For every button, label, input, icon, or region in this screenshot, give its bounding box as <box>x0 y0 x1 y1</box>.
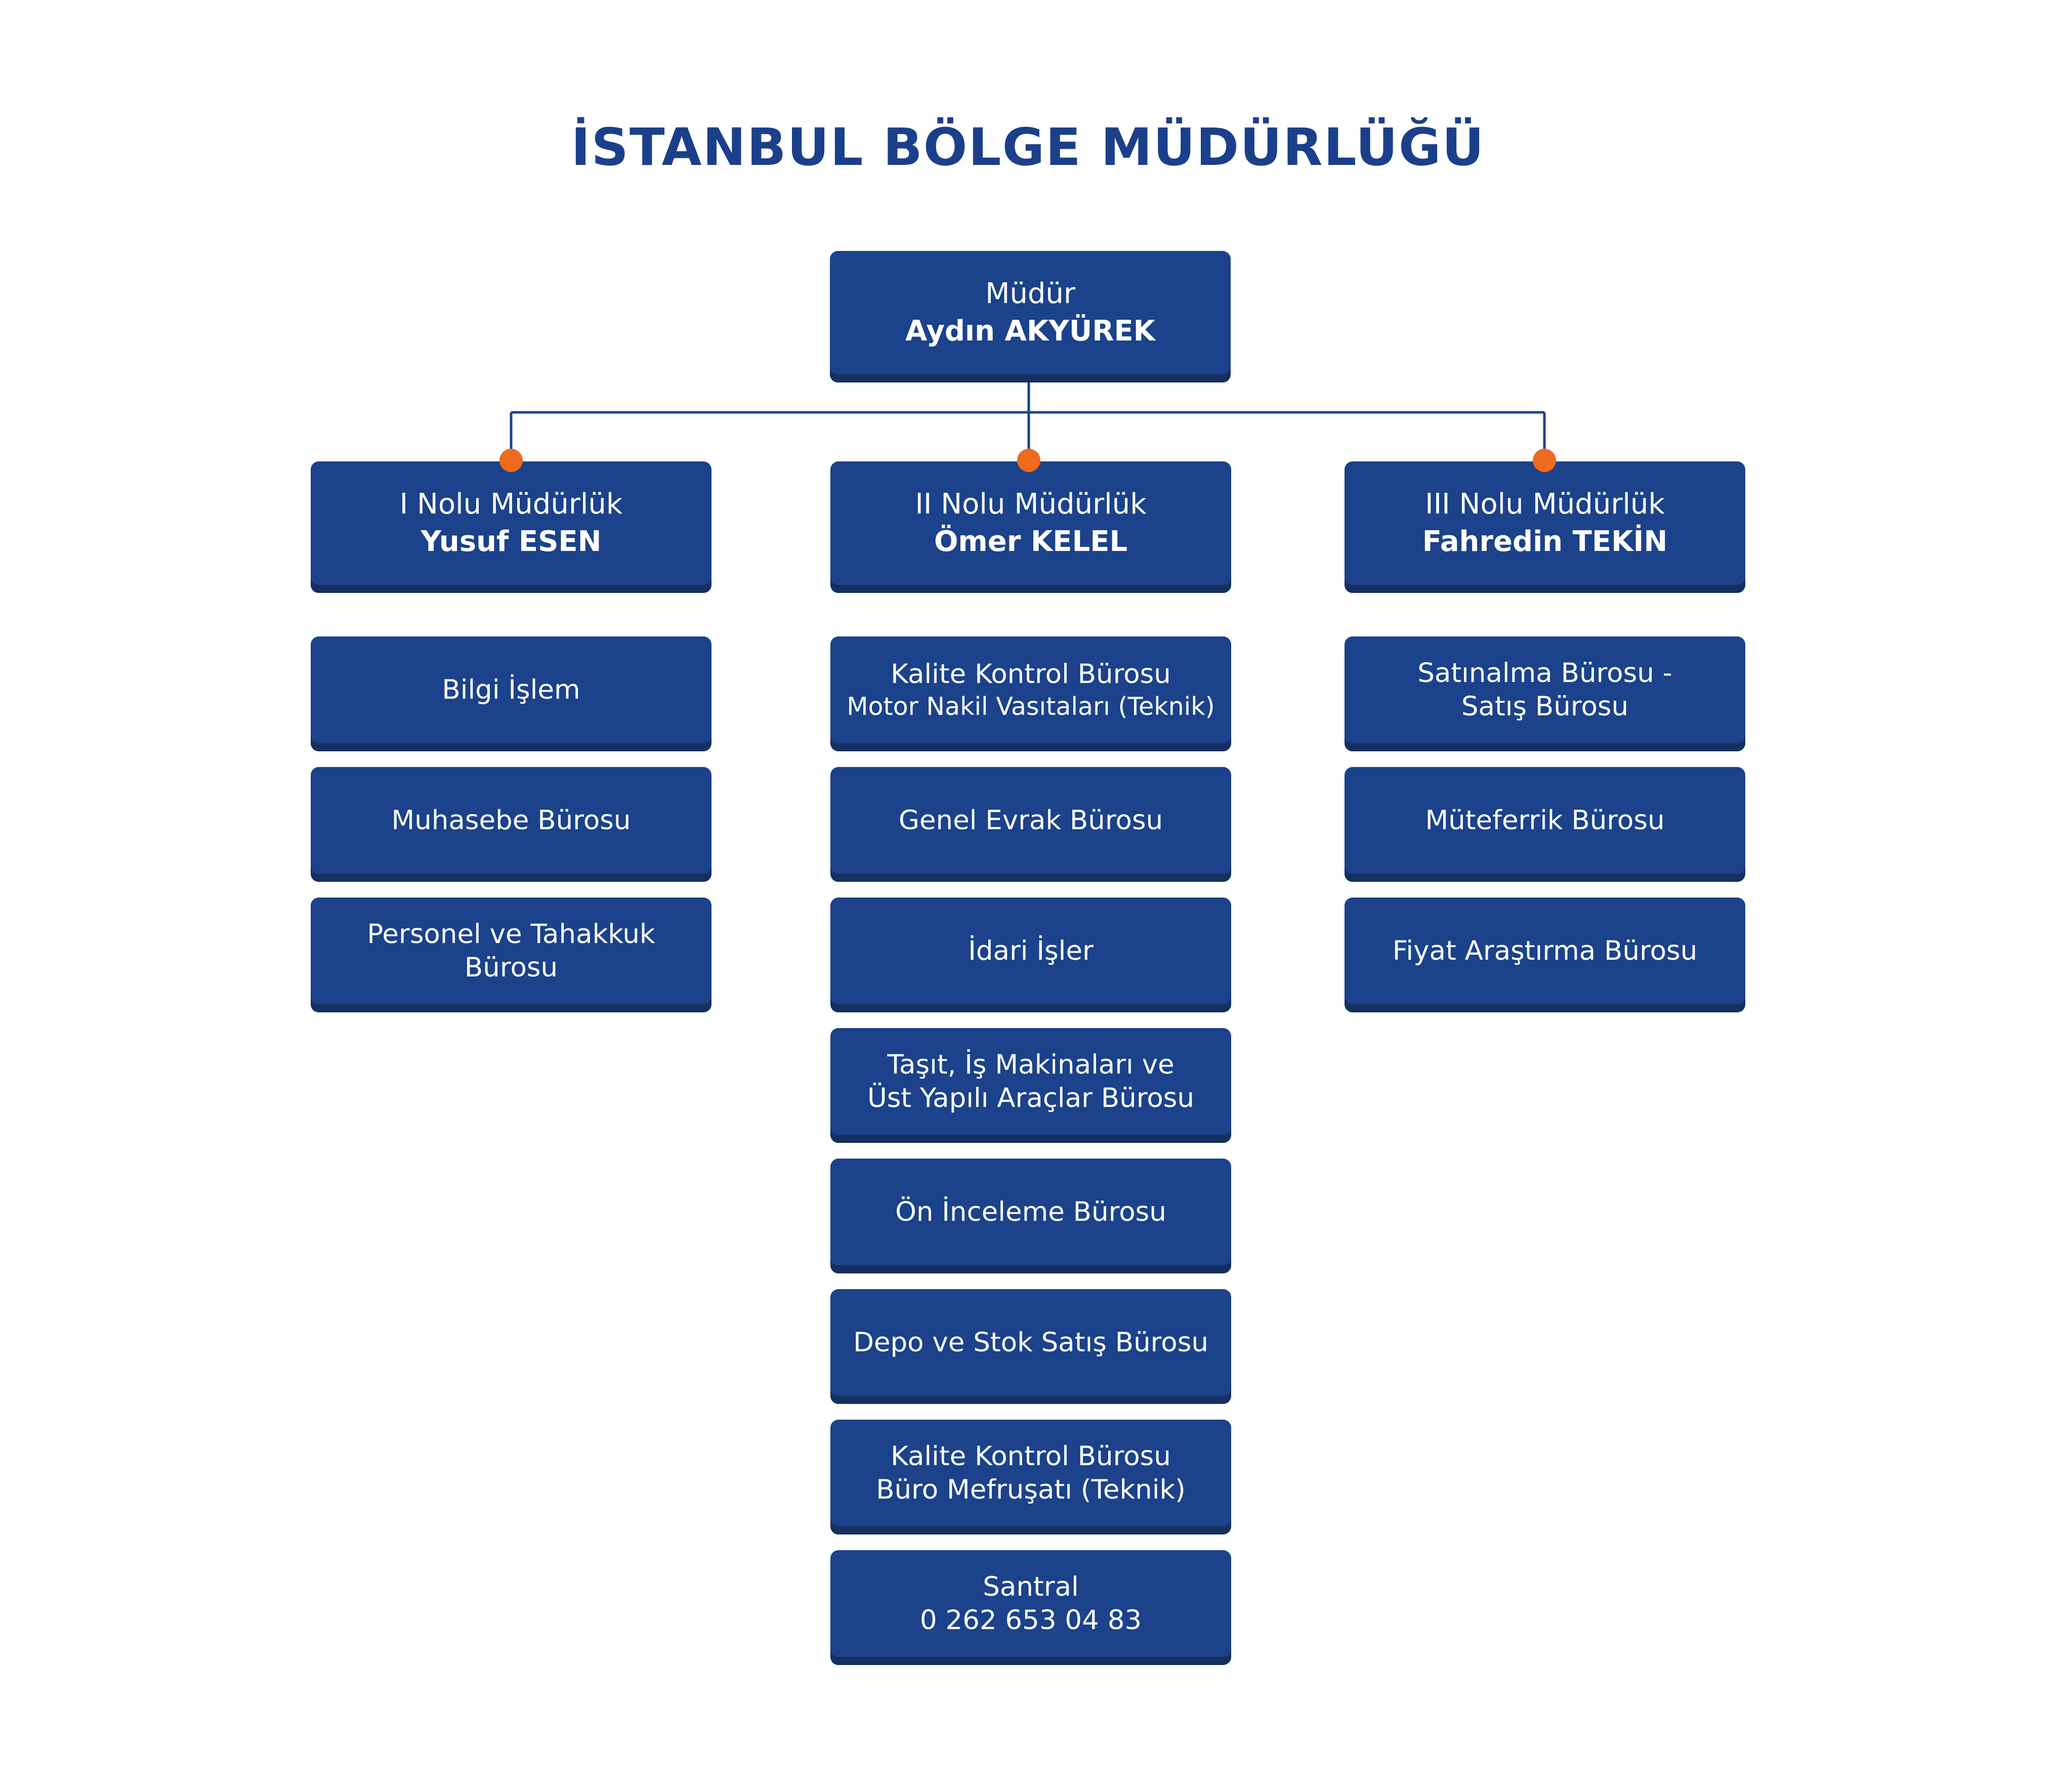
department-box-3[interactable]: III Nolu Müdürlük Fahredin TEKİN <box>1345 461 1745 593</box>
office-box[interactable]: Müteferrik Bürosu <box>1345 767 1745 882</box>
department-box-2[interactable]: II Nolu Müdürlük Ömer KELEL <box>830 461 1231 593</box>
office-box[interactable]: Personel ve Tahakkuk Bürosu <box>311 898 711 1012</box>
department-role: III Nolu Müdürlük <box>1425 488 1665 521</box>
office-label: Bilgi İşlem <box>442 674 580 705</box>
department-head: Fahredin TEKİN <box>1422 525 1668 558</box>
office-label: Büro Mefruşatı (Teknik) <box>876 1474 1186 1505</box>
office-box[interactable]: İdari İşler <box>830 898 1231 1012</box>
office-label: Kalite Kontrol Bürosu <box>891 658 1171 690</box>
director-name: Aydın AKYÜREK <box>905 315 1156 348</box>
connector-dot-1 <box>499 449 523 472</box>
office-sublabel: Motor Nakil Vasıtaları (Teknik) <box>847 692 1215 721</box>
department-head: Ömer KELEL <box>934 525 1128 558</box>
office-box[interactable]: Genel Evrak Bürosu <box>830 767 1231 882</box>
office-label: Satınalma Bürosu - <box>1417 657 1672 689</box>
office-label: Bürosu <box>464 952 558 983</box>
office-label: Ön İnceleme Bürosu <box>895 1196 1166 1227</box>
office-box[interactable]: Fiyat Araştırma Bürosu <box>1345 898 1745 1012</box>
director-role: Müdür <box>985 277 1075 310</box>
office-box[interactable]: Depo ve Stok Satış Bürosu <box>830 1289 1231 1404</box>
office-label: Santral <box>983 1571 1079 1602</box>
office-label: Kalite Kontrol Bürosu <box>891 1440 1171 1472</box>
office-label: Depo ve Stok Satış Bürosu <box>853 1327 1208 1358</box>
department-head: Yusuf ESEN <box>421 525 602 558</box>
office-label: Fiyat Araştırma Bürosu <box>1392 935 1698 966</box>
office-box[interactable]: Ön İnceleme Bürosu <box>830 1159 1231 1273</box>
office-box[interactable]: Santral 0 262 653 04 83 <box>830 1550 1231 1665</box>
connector-dot-3 <box>1533 449 1556 472</box>
office-box[interactable]: Kalite Kontrol Bürosu Büro Mefruşatı (Te… <box>830 1420 1231 1534</box>
office-label: Muhasebe Bürosu <box>391 804 631 836</box>
office-label: Personel ve Tahakkuk <box>367 918 655 950</box>
department-role: II Nolu Müdürlük <box>915 488 1147 521</box>
office-label: Satış Bürosu <box>1461 691 1629 722</box>
office-box[interactable]: Taşıt, İş Makinaları ve Üst Yapılı Araçl… <box>830 1028 1231 1143</box>
department-role: I Nolu Müdürlük <box>399 488 623 521</box>
phone-number: 0 262 653 04 83 <box>919 1604 1142 1636</box>
office-box[interactable]: Muhasebe Bürosu <box>311 767 711 882</box>
page-title: İSTANBUL BÖLGE MÜDÜRLÜĞÜ <box>571 117 1485 178</box>
office-box[interactable]: Kalite Kontrol Bürosu Motor Nakil Vasıta… <box>830 636 1231 751</box>
office-label: Taşıt, İş Makinaları ve <box>887 1049 1174 1080</box>
office-box[interactable]: Satınalma Bürosu - Satış Bürosu <box>1345 636 1745 751</box>
office-box[interactable]: Bilgi İşlem <box>311 636 711 751</box>
connector-dot-2 <box>1017 449 1040 472</box>
department-box-1[interactable]: I Nolu Müdürlük Yusuf ESEN <box>311 461 711 593</box>
director-box[interactable]: Müdür Aydın AKYÜREK <box>830 251 1231 382</box>
office-label: Üst Yapılı Araçlar Bürosu <box>867 1082 1194 1114</box>
office-label: Müteferrik Bürosu <box>1425 804 1665 836</box>
office-label: Genel Evrak Bürosu <box>898 804 1163 836</box>
office-label: İdari İşler <box>968 935 1094 966</box>
